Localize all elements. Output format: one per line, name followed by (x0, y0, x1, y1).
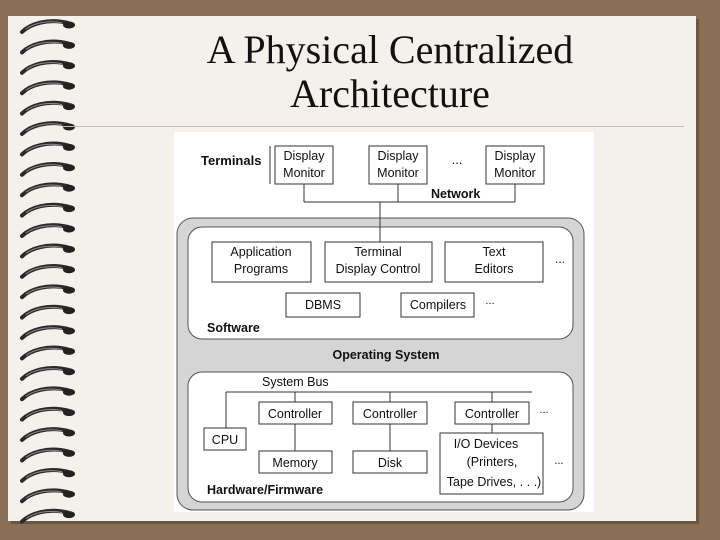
io-devices-line1: I/O Devices (454, 437, 519, 451)
io-devices-line3: Tape Drives, . . .) (447, 475, 541, 489)
terminal-monitor-2-line2: Monitor (377, 166, 419, 180)
binding-coil (22, 470, 75, 481)
operating-system-label: Operating System (333, 348, 440, 362)
spiral-binding (0, 0, 90, 540)
binding-coil (22, 388, 75, 399)
binding-coil (22, 164, 75, 175)
architecture-diagram: Terminals Display Monitor Display Monito… (174, 132, 594, 512)
binding-coil (22, 368, 75, 379)
application-programs-line2: Programs (234, 262, 288, 276)
binding-coil (22, 286, 75, 297)
software-bottom-ellipsis: ... (485, 295, 494, 307)
terminal-monitor-3-line1: Display (495, 149, 537, 163)
io-devices-ellipsis: ... (554, 455, 563, 467)
binding-coil (22, 82, 75, 93)
binding-coil (22, 307, 75, 318)
binding-coil (22, 429, 75, 440)
binding-coil (22, 327, 75, 338)
binding-coil (22, 62, 75, 73)
binding-coil (22, 225, 75, 236)
terminal-display-control-line2: Display Control (336, 262, 421, 276)
controller-2-label: Controller (363, 407, 417, 421)
slide-title: A Physical Centralized Architecture (90, 28, 690, 116)
binding-coil (22, 348, 75, 359)
terminal-monitor-1-line1: Display (284, 149, 326, 163)
controllers-ellipsis: ... (539, 404, 548, 416)
memory-label: Memory (272, 456, 318, 470)
binding-coil (22, 184, 75, 195)
compilers-label: Compilers (410, 298, 466, 312)
system-bus-label: System Bus (262, 375, 329, 389)
dbms-label: DBMS (305, 298, 341, 312)
binding-coil (22, 246, 75, 257)
terminal-display-control-line1: Terminal (354, 245, 401, 259)
binding-coil (22, 490, 75, 501)
controller-1-label: Controller (268, 407, 322, 421)
terminals-ellipsis: ... (452, 152, 463, 167)
software-label: Software (207, 321, 260, 335)
text-editors-line1: Text (483, 245, 506, 259)
binding-coil (22, 409, 75, 420)
binding-coil (22, 103, 75, 114)
terminal-monitor-3-line2: Monitor (494, 166, 536, 180)
binding-coil (22, 42, 75, 53)
terminal-monitor-1-line2: Monitor (283, 166, 325, 180)
io-devices-line2: (Printers, (467, 455, 518, 469)
binding-coil (22, 205, 75, 216)
software-top-ellipsis: ... (555, 252, 565, 266)
terminal-monitor-2-line1: Display (378, 149, 420, 163)
binding-coil (22, 21, 75, 32)
slide-title-line-2: Architecture (90, 72, 690, 116)
hardware-firmware-label: Hardware/Firmware (207, 483, 323, 497)
binding-coil (22, 123, 75, 134)
binding-coil (22, 144, 75, 155)
binding-coil (22, 511, 75, 522)
binding-coil (22, 450, 75, 461)
architecture-diagram-svg: Terminals Display Monitor Display Monito… (174, 132, 594, 512)
binding-coil (22, 266, 75, 277)
application-programs-line1: Application (230, 245, 291, 259)
title-divider (62, 126, 684, 127)
network-label: Network (431, 187, 480, 201)
controller-3-label: Controller (465, 407, 519, 421)
slide-title-line-1: A Physical Centralized (90, 28, 690, 72)
terminals-label: Terminals (201, 153, 261, 168)
disk-label: Disk (378, 456, 403, 470)
text-editors-line2: Editors (475, 262, 514, 276)
cpu-label: CPU (212, 433, 238, 447)
